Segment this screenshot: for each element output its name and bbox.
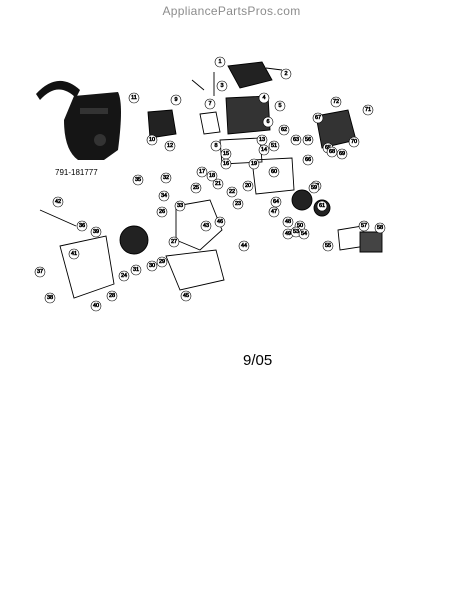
callout-label: 50 bbox=[297, 223, 303, 229]
callout-label: 1 bbox=[218, 59, 221, 65]
callout-label: 61 bbox=[319, 203, 325, 209]
callout-label: 63 bbox=[293, 137, 299, 143]
callout-label: 45 bbox=[183, 293, 189, 299]
callout-label: 67 bbox=[315, 115, 321, 121]
callout-label: 16 bbox=[223, 161, 229, 167]
callout-label: 24 bbox=[121, 273, 127, 279]
callout-label: 32 bbox=[163, 175, 169, 181]
callout-label: 59 bbox=[311, 185, 317, 191]
callout-label: 72 bbox=[333, 99, 339, 105]
callout-label: 30 bbox=[149, 263, 155, 269]
callout-label: 20 bbox=[245, 183, 251, 189]
callout-label: 57 bbox=[361, 223, 367, 229]
callout-label: 70 bbox=[351, 139, 357, 145]
callout-label: 46 bbox=[217, 219, 223, 225]
callout-label: 15 bbox=[223, 151, 229, 157]
callout-group: 1 2 3 4 5 6 7 8 9 10 11 12 13 14 15 16 1… bbox=[34, 56, 386, 312]
callout-label: 43 bbox=[203, 223, 209, 229]
callout-label: 9 bbox=[174, 97, 177, 103]
callout-label: 55 bbox=[325, 243, 331, 249]
callout-label: 41 bbox=[71, 251, 77, 257]
callout-label: 5 bbox=[278, 103, 281, 109]
callout-label: 23 bbox=[235, 201, 241, 207]
callout-label: 39 bbox=[93, 229, 99, 235]
callout-label: 7 bbox=[208, 101, 211, 107]
callout-label: 22 bbox=[229, 189, 235, 195]
callout-label: 51 bbox=[271, 143, 277, 149]
callout-label: 28 bbox=[109, 293, 115, 299]
callout-label: 27 bbox=[171, 239, 177, 245]
callout-label: 36 bbox=[79, 223, 85, 229]
callout-label: 21 bbox=[215, 181, 221, 187]
revision-date: 9/05 bbox=[243, 352, 273, 369]
callout-label: 19 bbox=[251, 161, 257, 167]
part-number: 791-181777 bbox=[55, 168, 98, 177]
callout-label: 53 bbox=[293, 229, 299, 235]
callout-label: 35 bbox=[135, 177, 141, 183]
callout-label: 66 bbox=[305, 157, 311, 163]
callout-label: 42 bbox=[55, 199, 61, 205]
callout-label: 4 bbox=[262, 95, 265, 101]
callout-label: 29 bbox=[159, 259, 165, 265]
callout-label: 62 bbox=[281, 127, 287, 133]
callout-label: 47 bbox=[271, 209, 277, 215]
callout-label: 65 bbox=[325, 145, 331, 151]
callout-label: 56 bbox=[305, 137, 311, 143]
callout-label: 10 bbox=[149, 137, 155, 143]
callout-label: 71 bbox=[365, 107, 371, 113]
callout-label: 11 bbox=[131, 95, 137, 101]
callout-label: 44 bbox=[241, 243, 247, 249]
callout-label: 6 bbox=[266, 119, 269, 125]
callout-label: 17 bbox=[199, 169, 205, 175]
callout-label: 2 bbox=[284, 71, 287, 77]
callout-label: 60 bbox=[271, 169, 277, 175]
callout-label: 12 bbox=[167, 143, 173, 149]
callout-label: 48 bbox=[285, 219, 291, 225]
callout-label: 54 bbox=[301, 231, 307, 237]
callout-label: 49 bbox=[285, 231, 291, 237]
callout-label: 38 bbox=[47, 295, 53, 301]
callout-label: 13 bbox=[259, 137, 265, 143]
callout-label: 14 bbox=[261, 147, 267, 153]
callout-label: 31 bbox=[133, 267, 139, 273]
callout-label: 69 bbox=[339, 151, 345, 157]
callout-label: 40 bbox=[93, 303, 99, 309]
recoil-starter-image bbox=[36, 80, 121, 160]
watermark: AppliancePartsPros.com bbox=[162, 4, 301, 18]
callout-label: 25 bbox=[193, 185, 199, 191]
callout-label: 3 bbox=[220, 83, 223, 89]
callout-label: 33 bbox=[177, 203, 183, 209]
callout-label: 37 bbox=[37, 269, 43, 275]
engine-parts-sketch bbox=[39, 61, 383, 299]
callout-label: 68 bbox=[329, 149, 335, 155]
callout-label: 34 bbox=[161, 193, 167, 199]
callout-label: 18 bbox=[209, 173, 215, 179]
callout-label: 58 bbox=[377, 225, 383, 231]
callout-label: 64 bbox=[273, 199, 279, 205]
callout-label: 8 bbox=[214, 143, 217, 149]
callout-label: 26 bbox=[159, 209, 165, 215]
